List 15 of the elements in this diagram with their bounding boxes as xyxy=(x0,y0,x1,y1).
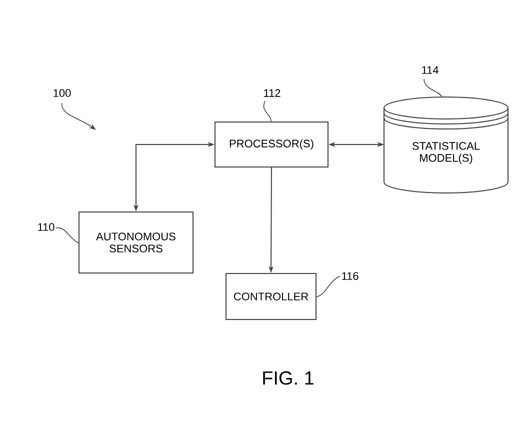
leader-line xyxy=(424,78,442,98)
leader-line xyxy=(263,100,272,122)
reference-number: 110 xyxy=(38,223,54,231)
node-label: STATISTICAL MODEL(S) xyxy=(412,142,480,164)
leader-line xyxy=(316,276,340,298)
reference-number: 100 xyxy=(54,89,71,97)
leader-line xyxy=(56,227,80,244)
process-box: AUTONOMOUS SENSORS xyxy=(78,212,194,274)
reference-number: 112 xyxy=(264,89,280,97)
reference-number: 116 xyxy=(342,272,358,280)
reference-number: 114 xyxy=(422,66,438,74)
database-cylinder: STATISTICAL MODEL(S) xyxy=(384,96,508,194)
process-box: CONTROLLER xyxy=(226,273,316,320)
process-box: PROCESSOR(S) xyxy=(214,122,328,168)
figure-caption: FIG. 1 xyxy=(263,371,314,385)
